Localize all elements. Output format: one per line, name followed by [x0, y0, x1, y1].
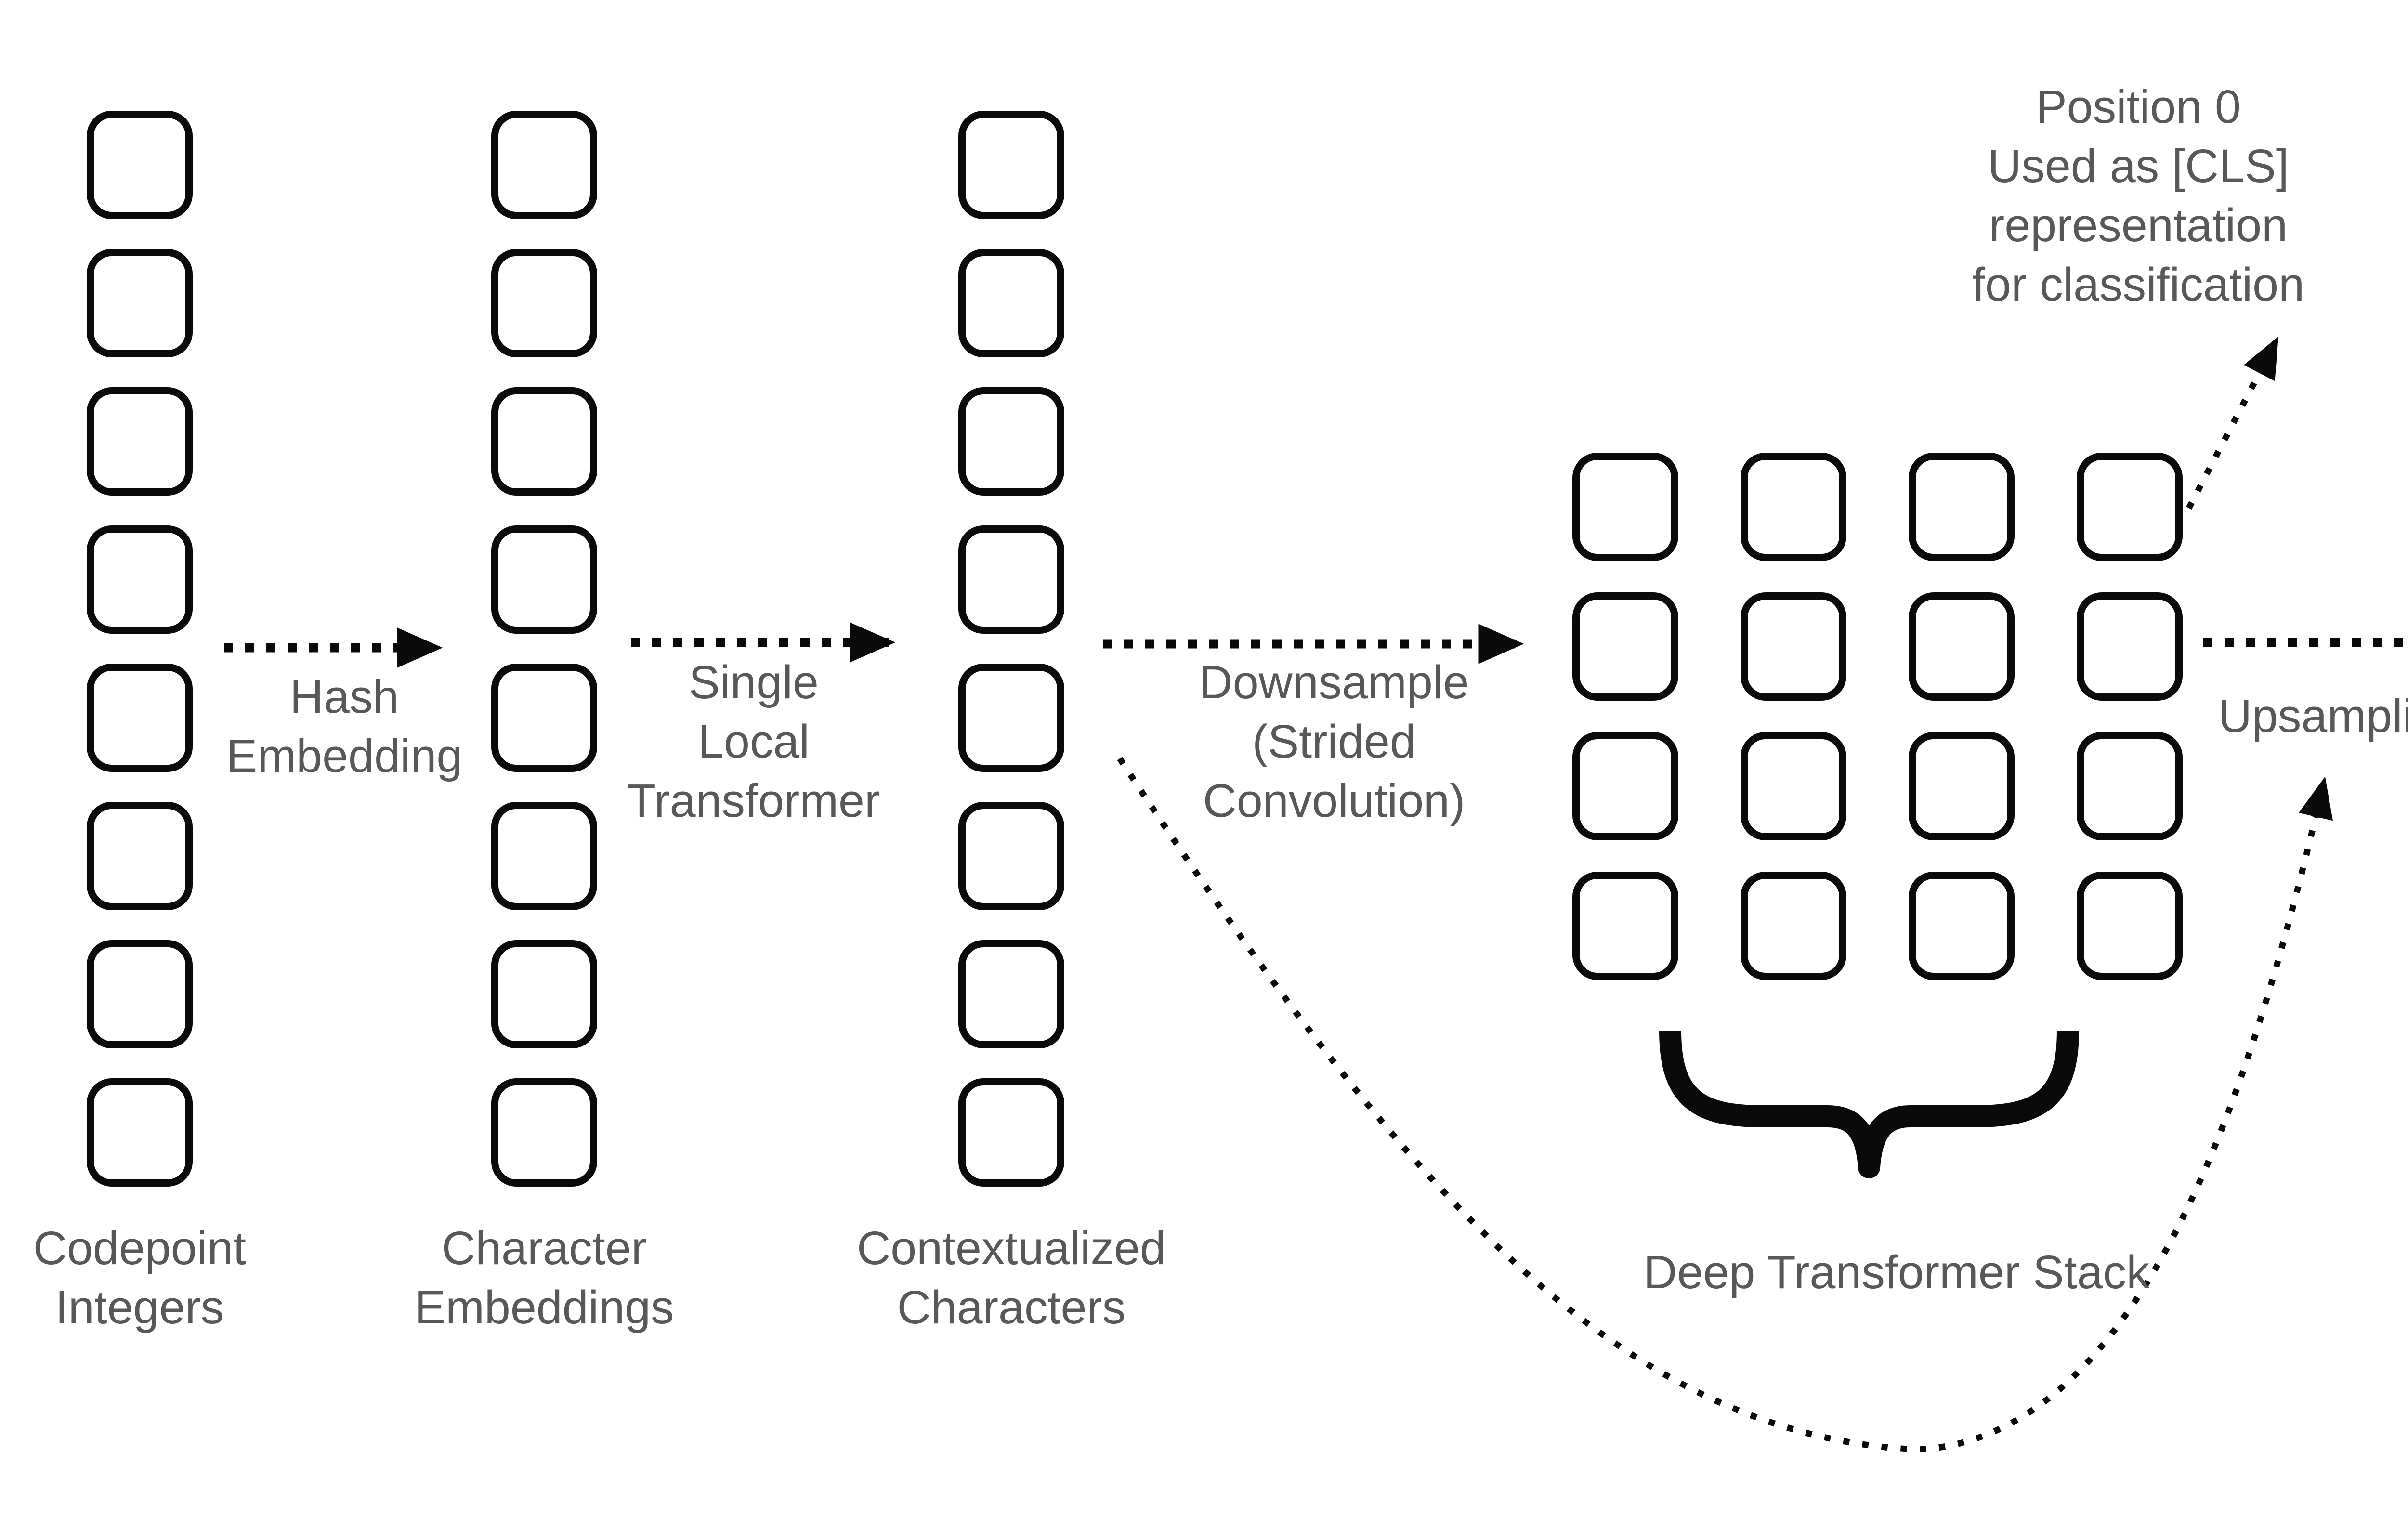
unit-square [87, 1078, 193, 1187]
unit-square [491, 802, 597, 910]
label-line: Contextualized [857, 1222, 1166, 1274]
label-line: Character [442, 1222, 647, 1274]
cls-position0-arrow [2186, 336, 2278, 510]
unit-square [1909, 453, 2015, 561]
unit-square [958, 664, 1064, 772]
unit-square [491, 664, 597, 772]
unit-square [491, 387, 597, 496]
unit-square [491, 111, 597, 219]
unit-square [87, 664, 193, 772]
deep-transformer-grid [1572, 453, 2183, 980]
label-line: Transformer [627, 774, 880, 827]
column-character-embeddings [491, 111, 597, 1187]
label-cls-position0: Position 0 Used as [CLS] representation for… [1972, 77, 2304, 314]
label-line: Single [689, 656, 819, 708]
label-deep-transformer-stack: Deep Transformer Stack [1643, 1242, 2149, 1302]
label-line: for classification [1972, 258, 2305, 311]
label-line: (Strided [1252, 715, 1416, 768]
unit-square [1741, 872, 1846, 980]
unit-square [87, 940, 193, 1048]
label-line: Position 0 [2035, 80, 2241, 133]
unit-square [958, 1078, 1064, 1187]
column-contextualized-characters [958, 111, 1064, 1187]
unit-square [1909, 592, 2015, 701]
unit-square [491, 1078, 597, 1187]
label-line: Characters [897, 1281, 1126, 1333]
unit-square [87, 525, 193, 634]
unit-square [1741, 453, 1846, 561]
unit-square [491, 525, 597, 634]
column-codepoint-integers [87, 111, 193, 1187]
label-line: Integers [55, 1281, 224, 1333]
unit-square [87, 111, 193, 219]
unit-square [87, 802, 193, 910]
unit-square [2077, 732, 2183, 840]
unit-square [1572, 732, 1678, 840]
unit-square [1572, 453, 1678, 561]
unit-square [491, 940, 597, 1048]
label-line: representation [1989, 199, 2288, 251]
underbrace [1659, 1030, 2079, 1178]
unit-square [491, 249, 597, 357]
unit-square [1741, 732, 1846, 840]
unit-square [958, 802, 1064, 910]
unit-square [2077, 453, 2183, 561]
label-line: Codepoint [33, 1222, 247, 1274]
unit-square [1572, 592, 1678, 701]
unit-square [1909, 872, 2015, 980]
unit-square [958, 249, 1064, 357]
unit-square [2077, 872, 2183, 980]
unit-square [2077, 592, 2183, 701]
label-line: Embedding [226, 730, 463, 782]
label-line: Downsample [1199, 656, 1469, 708]
unit-square [958, 940, 1064, 1048]
unit-square [87, 249, 193, 357]
label-line: Used as [CLS] [1988, 140, 2289, 192]
unit-square [958, 387, 1064, 496]
unit-square [87, 387, 193, 496]
unit-square [1572, 872, 1678, 980]
unit-square [958, 525, 1064, 634]
label-line: Hash [289, 670, 399, 723]
unit-square [1741, 592, 1846, 701]
label-line: Convolution) [1203, 774, 1466, 827]
unit-square [958, 111, 1064, 219]
label-line: Deep Transformer Stack [1643, 1246, 2150, 1298]
label-line: Upsampling [2218, 690, 2408, 742]
label-line: Embeddings [414, 1281, 674, 1333]
label-upsampling: Upsampling [2218, 686, 2408, 745]
label-line: Local [698, 715, 810, 768]
unit-square [1909, 732, 2015, 840]
